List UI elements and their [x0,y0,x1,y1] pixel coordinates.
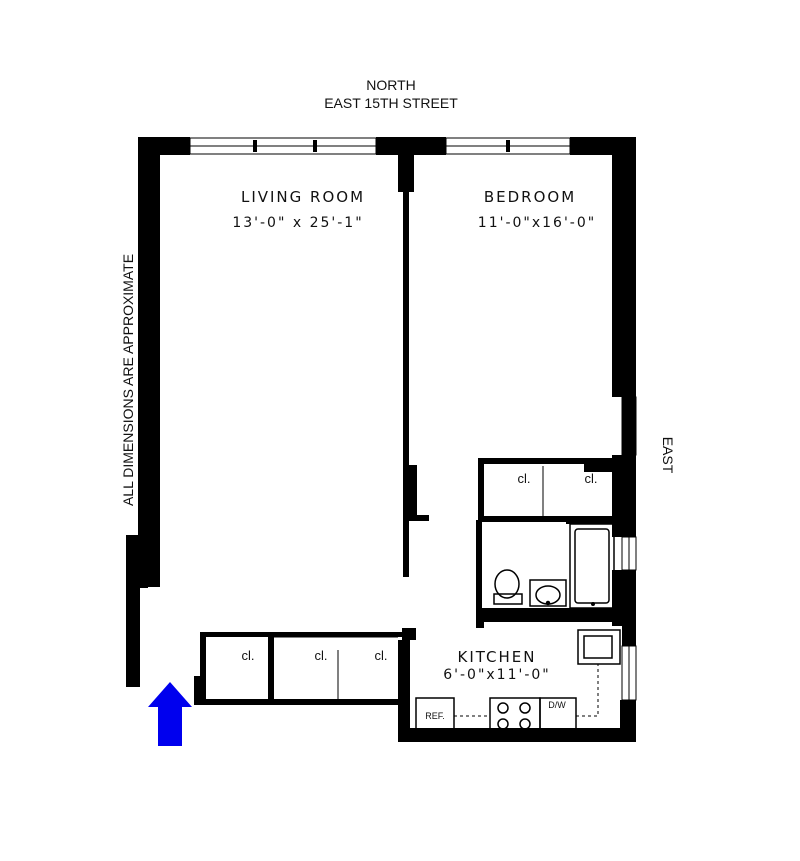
bath-sink [529,579,567,607]
refrigerator-label: REF. [425,711,445,721]
dimensions-disclaimer: ALL DIMENSIONS ARE APPROXIMATE [120,254,136,506]
walls [126,137,636,742]
kitchen-dims: 6'-0"x11'-0" [443,667,551,683]
hall-closet-2-label: cl. [315,648,328,663]
kitchen-counter [415,629,621,733]
counter-dashed-edge [454,664,599,717]
living-room-name: LIVING ROOM [241,188,365,206]
toilet [493,569,523,605]
bathtub [569,523,615,609]
bedroom-closet-1-label: cl. [518,471,531,486]
north-label: NORTH [366,77,416,93]
street-label: EAST 15TH STREET [324,95,458,111]
hall-closet-1-label: cl. [242,648,255,663]
kitchen-name: KITCHEN [458,648,537,666]
dishwasher-label: D/W [548,700,566,710]
bedroom-dims: 11'-0"x16'-0" [478,215,596,231]
hall-closet-3-label: cl. [375,648,388,663]
living-room-dims: 13'-0" x 25'-1" [232,215,363,231]
entry-arrow-icon [148,682,192,746]
stove-burners [497,702,531,730]
bedroom-closet-2-label: cl. [585,471,598,486]
east-label: EAST [660,437,676,474]
bedroom-name: BEDROOM [484,188,576,206]
